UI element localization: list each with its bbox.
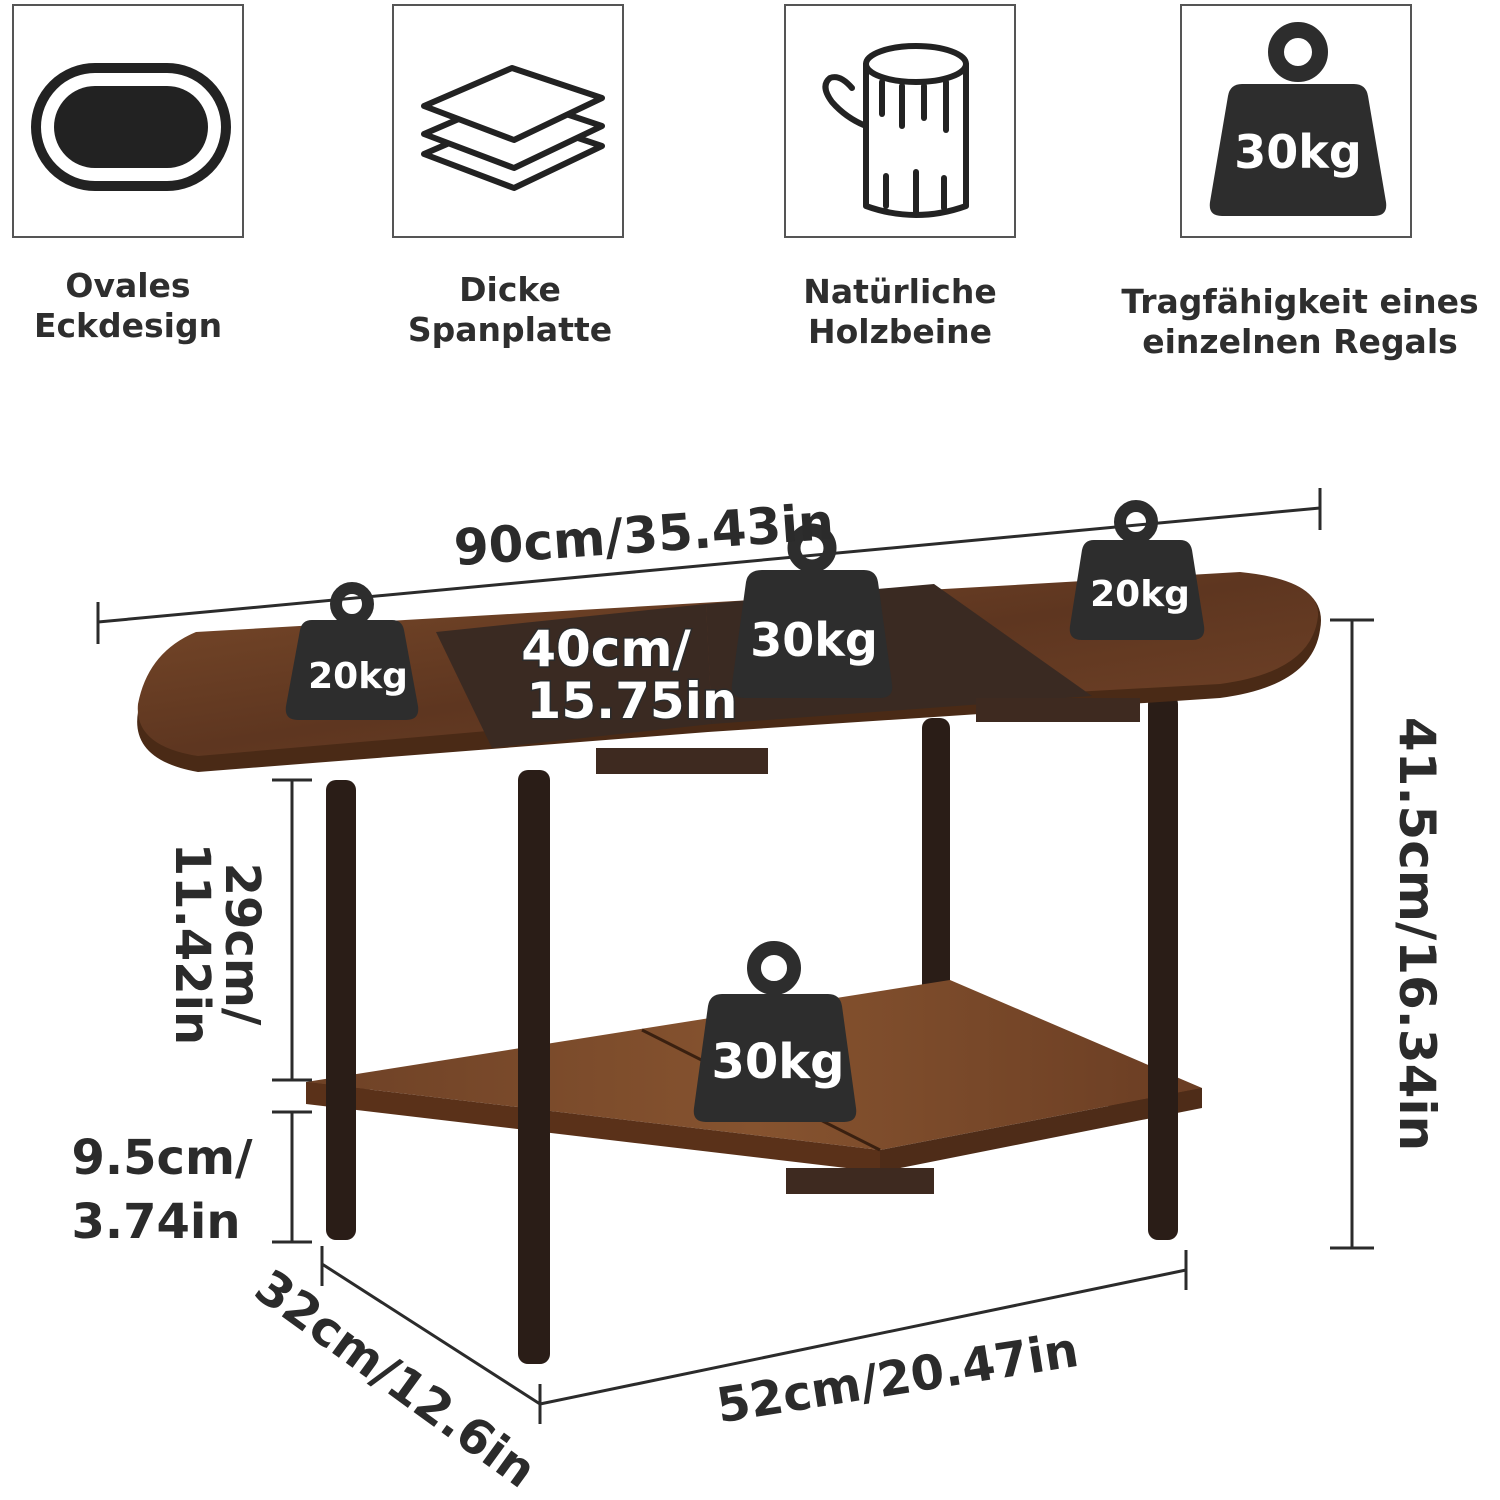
weight-badge-top-center: 30kg (731, 523, 893, 698)
feature-label-board: Dicke Spanplatte (407, 270, 613, 349)
dim-shelf-height-line2: 3.74in (71, 1194, 240, 1250)
table-leg-back-right (922, 718, 950, 994)
table-leg-front-left (326, 780, 356, 1240)
center-panel-left (436, 604, 712, 748)
feature-label-wood: Natürliche Holzbeine (803, 272, 997, 351)
feature-weight-badge: 30kg (1234, 125, 1362, 179)
dim-width-label: 90cm/35.43in (452, 493, 836, 577)
dim-top-depth-line2: 15.75in (527, 672, 738, 730)
weight-badge-bottom-shelf: 30kg (693, 941, 857, 1122)
table-leg-front-center (518, 770, 550, 1364)
dim-height-label: 41.5cm/16.34in (1388, 717, 1446, 1151)
dim-shelf-width-label: 52cm/20.47in (713, 1322, 1083, 1434)
weight-badge-top-right: 20kg (1069, 500, 1205, 640)
dim-top-depth-line1: 40cm/ (521, 620, 691, 678)
weight-label-top-left: 20kg (308, 656, 408, 697)
dim-shelf-gap-label: 29cm/ 11.42in (164, 843, 270, 1045)
feature-box-weight: 30kg (1180, 4, 1412, 238)
dim-top-depth-label: 40cm/ 15.75in (520, 619, 739, 732)
table-top (137, 572, 1321, 774)
feature-box-board (392, 4, 624, 238)
table-leg-front-right (1148, 694, 1178, 1240)
feature-box-wood (784, 4, 1016, 238)
oval-corner-icon (31, 63, 231, 191)
feature-label-oval: Ovales Eckdesign (33, 266, 223, 345)
weight-label-top-center: 30kg (750, 613, 878, 667)
tree-log-icon (822, 43, 969, 218)
feature-label-weight: Tragfähigkeit eines einzelnen Regals (1121, 282, 1479, 361)
weight-label-top-right: 20kg (1090, 574, 1190, 615)
weight-label-bottom-shelf: 30kg (711, 1034, 844, 1090)
weight-badge-top-left: 20kg (285, 582, 419, 720)
stacked-boards-icon (421, 65, 605, 191)
dim-shelf-gap-line1: 29cm/ (214, 863, 270, 1026)
weight-icon: 30kg (1209, 22, 1387, 216)
feature-box-oval (12, 4, 244, 238)
dim-shelf-gap-line2: 11.42in (164, 843, 220, 1045)
dim-shelf-height-line1: 9.5cm/ (71, 1130, 253, 1186)
